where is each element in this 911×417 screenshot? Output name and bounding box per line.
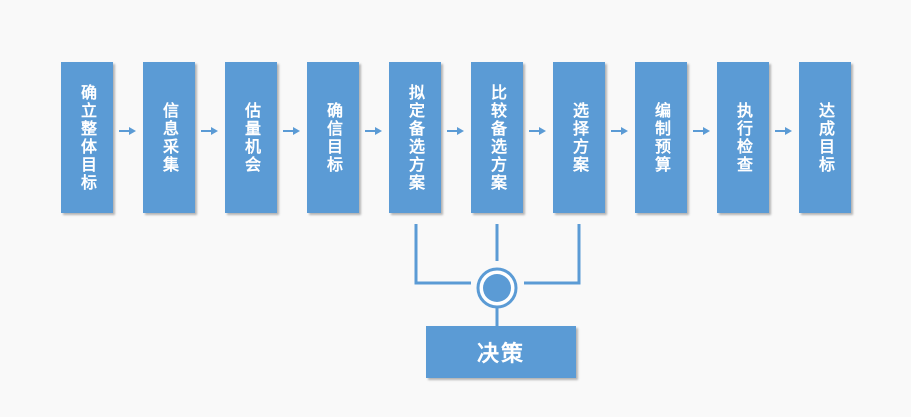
arrow-right-icon bbox=[693, 127, 710, 135]
step-box-3: 估量机会 bbox=[225, 62, 277, 213]
connector-line-left bbox=[414, 224, 471, 285]
step-box-1: 确立整体目标 bbox=[61, 62, 113, 213]
step-label-6: 比较备选方案 bbox=[488, 83, 507, 192]
step-box-7: 选择方案 bbox=[553, 62, 605, 213]
step-label-4: 确信目标 bbox=[324, 101, 343, 174]
arrow-right-icon bbox=[119, 127, 136, 135]
step-label-5: 拟定备选方案 bbox=[406, 83, 425, 192]
step-label-1: 确立整体目标 bbox=[78, 83, 97, 192]
decision-node-dot bbox=[483, 274, 511, 302]
step-label-9: 执行检查 bbox=[734, 101, 753, 174]
decision-label: 决策 bbox=[476, 342, 525, 367]
step-box-10: 达成目标 bbox=[799, 62, 851, 213]
decision-box: 决策 bbox=[426, 326, 576, 378]
arrow-right-icon bbox=[447, 127, 464, 135]
step-label-2: 信息采集 bbox=[160, 101, 179, 174]
arrow-right-icon bbox=[283, 127, 300, 135]
arrow-right-icon bbox=[775, 127, 792, 135]
arrow-right-icon bbox=[611, 127, 628, 135]
arrow-right-icon bbox=[201, 127, 218, 135]
step-box-4: 确信目标 bbox=[307, 62, 359, 213]
step-label-10: 达成目标 bbox=[816, 101, 835, 174]
step-box-2: 信息采集 bbox=[143, 62, 195, 213]
arrow-right-icon bbox=[365, 127, 382, 135]
step-box-9: 执行检查 bbox=[717, 62, 769, 213]
step-label-8: 编制预算 bbox=[652, 101, 671, 174]
connector-line-right bbox=[524, 224, 581, 285]
step-label-7: 选择方案 bbox=[570, 101, 589, 174]
arrow-right-icon bbox=[529, 127, 546, 135]
step-box-8: 编制预算 bbox=[635, 62, 687, 213]
step-box-5: 拟定备选方案 bbox=[389, 62, 441, 213]
step-label-3: 估量机会 bbox=[242, 101, 261, 174]
step-box-6: 比较备选方案 bbox=[471, 62, 523, 213]
